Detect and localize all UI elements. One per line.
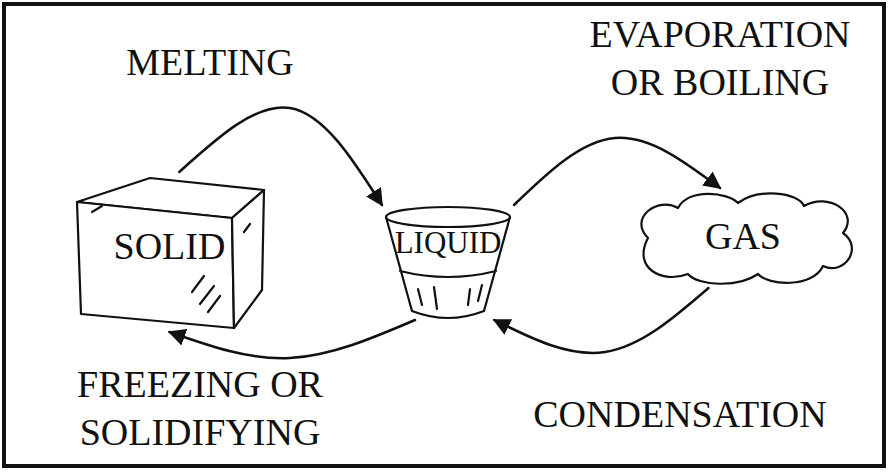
- process-label: EVAPORATION OR BOILING: [570, 10, 870, 106]
- liquid-cup-stroke: [400, 271, 496, 277]
- liquid-cup-stroke: [418, 285, 482, 309]
- solid-block-stroke: [232, 190, 264, 328]
- liquid-cup-outline: [382, 205, 514, 320]
- transition-arrow: [494, 288, 708, 353]
- state-label: LIQUID: [382, 225, 514, 261]
- solid-block: SOLID: [72, 172, 267, 332]
- process-label: FREEZING OR SOLIDIFYING: [30, 360, 370, 456]
- process-label: CONDENSATION: [505, 390, 855, 438]
- liquid-cup: LIQUID: [382, 205, 514, 320]
- gas-cloud: GAS: [628, 188, 858, 288]
- process-label: MELTING: [100, 38, 320, 86]
- liquid-cup-stroke: [386, 207, 510, 227]
- transition-arrow: [514, 138, 720, 205]
- frame-border: [4, 4, 884, 466]
- state-label: GAS: [628, 214, 858, 258]
- state-label: SOLID: [72, 224, 267, 268]
